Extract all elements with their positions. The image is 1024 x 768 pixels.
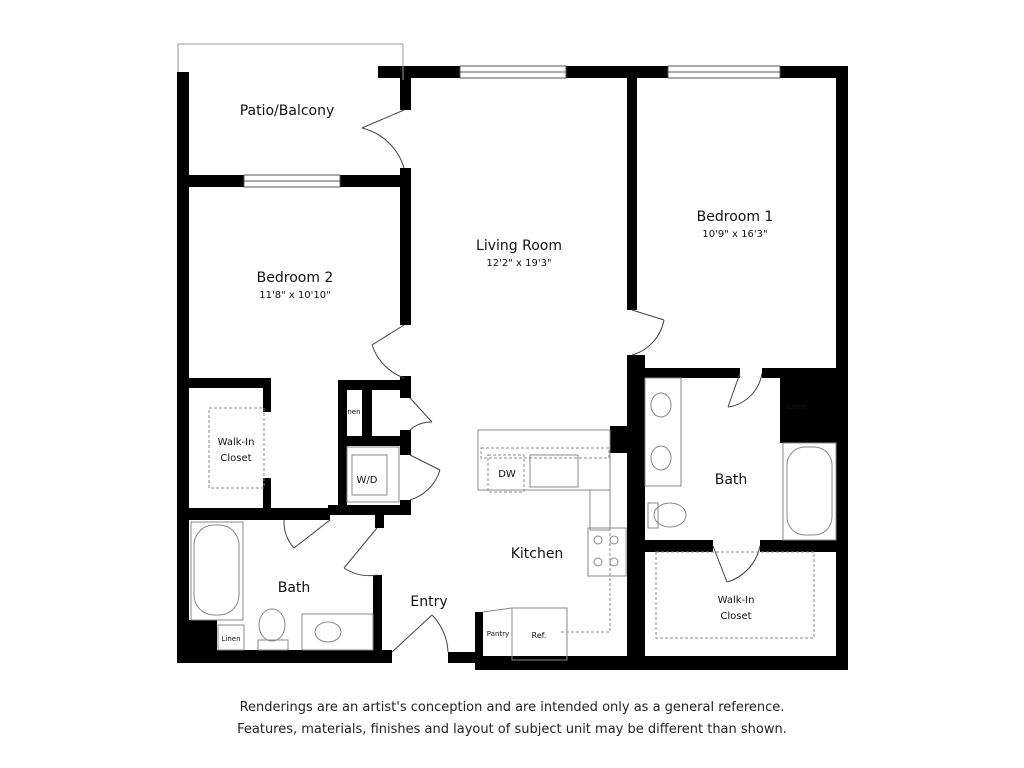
bedroom1-label: Bedroom 1 [697,209,774,225]
linen-bath2-label: Linen [221,635,240,643]
kitchen-label: Kitchen [511,546,564,562]
living-room-label: Living Room [476,238,562,254]
linen-hall-label: Linen [341,408,360,416]
disclaimer-line-2: Features, materials, finishes and layout… [237,722,787,737]
closet2-label-1: Walk-In [218,437,255,448]
patio-label: Patio/Balcony [240,103,335,119]
room-labels: Patio/Balcony Bedroom 2 11'8" x 10'10" L… [218,103,807,643]
closet2-label-2: Closet [220,453,251,464]
wd-label: W/D [357,475,378,486]
bath1-label: Bath [715,472,748,488]
closet1-label-1: Walk-In [718,595,755,606]
patio-outline [177,43,404,80]
bedroom1-size: 10'9" x 16'3" [702,229,767,240]
bedroom2-size: 11'8" x 10'10" [259,290,331,301]
entry-label: Entry [410,594,447,610]
disclaimer-line-1: Renderings are an artist's conception an… [239,700,785,715]
bath2-label: Bath [278,580,311,596]
fixtures [190,377,837,661]
windows [243,65,781,188]
ref-label: Ref. [532,631,547,640]
living-room-size: 12'2" x 19'3" [486,258,551,269]
bedroom2-label: Bedroom 2 [257,270,334,286]
linen-bath1-label: Linen [787,403,806,411]
doors [283,109,763,653]
pantry-label: Pantry [487,630,509,638]
dw-label: DW [498,469,516,480]
closet1-label-2: Closet [720,611,751,622]
